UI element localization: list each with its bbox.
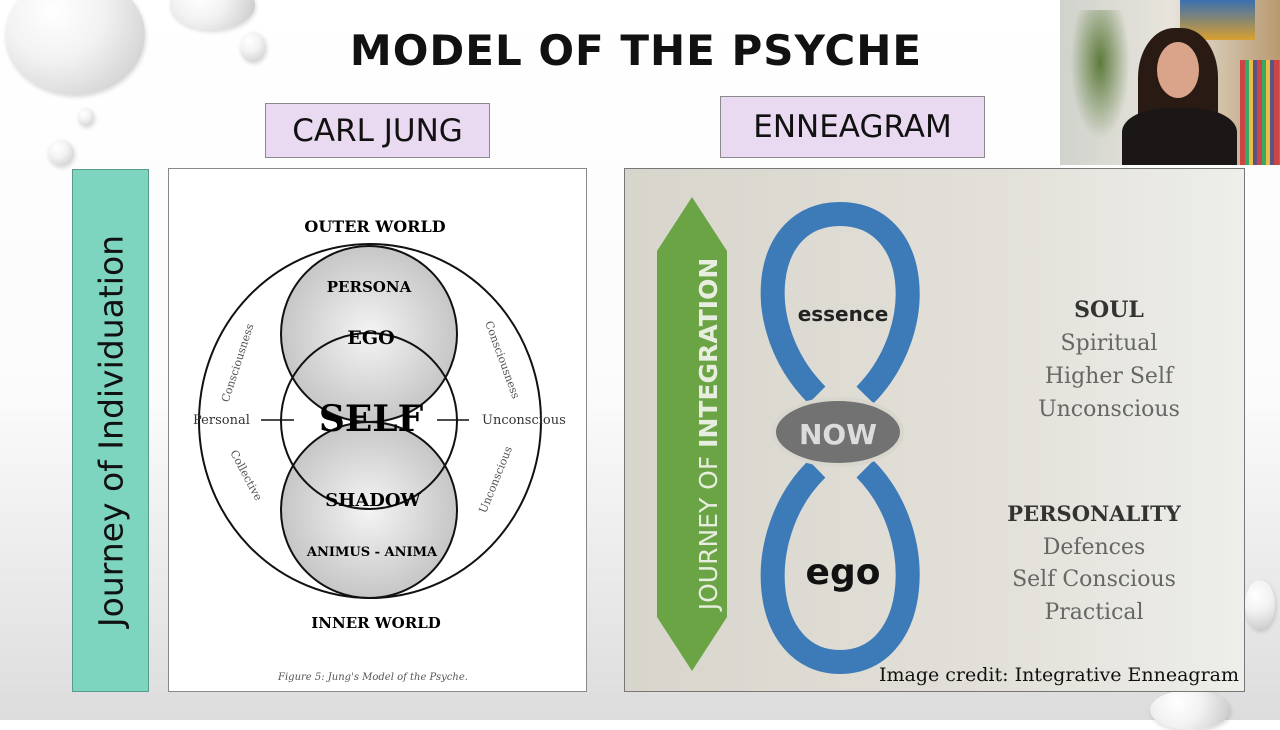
carl-jung-label: CARL JUNG: [265, 103, 490, 158]
shadow-label: SHADOW: [325, 490, 421, 511]
enneagram-integration-diagram: JOURNEY OF INTEGRATION NOW essence ego S…: [624, 168, 1245, 692]
self-circle: [280, 332, 458, 510]
journey-of-individuation-banner: Journey of Individuation: [72, 169, 149, 692]
water-drop: [1245, 580, 1275, 630]
presenter-face: [1157, 42, 1199, 98]
presenter-body: [1122, 108, 1237, 165]
outer-world-label: OUTER WORLD: [304, 217, 445, 236]
ego-label: ego: [806, 552, 881, 593]
water-drop: [78, 108, 94, 126]
collective-label: Collective: [227, 448, 264, 503]
ego-label: EGO: [347, 327, 394, 349]
animus-anima-label: ANIMUS - ANIMA: [306, 545, 438, 560]
slide-title: MODEL OF THE PSYCHE: [349, 26, 923, 75]
bookshelf: [1240, 60, 1280, 165]
personality-item: Practical: [1044, 600, 1143, 625]
persona-label: PERSONA: [327, 278, 412, 296]
image-credit: Image credit: Integrative Enneagram: [879, 664, 1239, 686]
now-label: NOW: [799, 418, 877, 451]
personality-item: Defences: [1043, 535, 1146, 560]
water-drop: [1150, 690, 1230, 730]
inner-world-label: INNER WORLD: [311, 614, 441, 632]
soul-item: Higher Self: [1045, 364, 1175, 389]
unconscious-label: Unconscious: [482, 413, 566, 428]
soul-heading: SOUL: [1074, 297, 1144, 323]
plant: [1070, 10, 1130, 140]
now-ellipse: [772, 397, 904, 467]
ego-loop: [760, 460, 920, 675]
self-label: SELF: [319, 398, 424, 440]
unconscious-lower-label: Unconscious: [476, 444, 515, 515]
water-drop: [240, 32, 266, 62]
personality-item: Self Conscious: [1012, 567, 1176, 592]
water-drop: [5, 0, 145, 95]
presenter-webcam: [1060, 0, 1280, 165]
water-drop: [48, 140, 74, 166]
jung-psyche-diagram: OUTER WORLD PERSONA EGO SELF SHADOW ANIM…: [168, 168, 587, 692]
essence-loop: [760, 201, 920, 404]
journey-arrow: [657, 197, 727, 671]
soul-item: Spiritual: [1061, 331, 1158, 356]
soul-item: Unconscious: [1038, 397, 1180, 422]
enneagram-label: ENNEAGRAM: [720, 96, 985, 158]
journey-label: Journey of Individuation: [91, 234, 130, 627]
journey-of-integration-label: JOURNEY OF INTEGRATION: [694, 258, 723, 613]
figure-caption: Figure 5: Jung's Model of the Psyche.: [277, 672, 468, 683]
consciousness-left-label: Consciousness: [219, 322, 257, 404]
personal-label: Personal: [193, 413, 250, 428]
essence-label: essence: [798, 302, 889, 326]
personality-heading: PERSONALITY: [1007, 501, 1181, 526]
